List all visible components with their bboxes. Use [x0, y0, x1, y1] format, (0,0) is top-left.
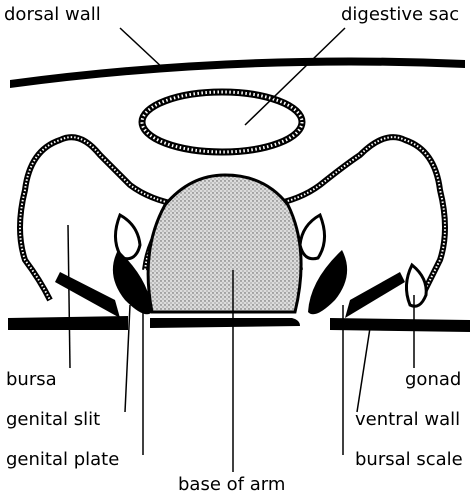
label-digestive-sac: digestive sac [341, 4, 459, 25]
label-ventral-wall: ventral wall [355, 409, 460, 430]
ventral-wall-center [150, 318, 300, 328]
dorsal-wall-shape [10, 58, 465, 89]
label-dorsal-wall: dorsal wall [4, 4, 101, 25]
label-genital-slit: genital slit [6, 409, 100, 430]
bursal-scale-right [345, 272, 405, 318]
bursal-scale-left [55, 272, 120, 318]
leader-ventral-wall [357, 328, 370, 412]
label-genital-plate: genital plate [6, 449, 119, 470]
label-bursal-scale: bursal scale [355, 449, 463, 470]
label-gonad: gonad [405, 369, 461, 390]
leader-dorsal-wall [120, 28, 165, 70]
gonad-right-shape [300, 215, 325, 259]
ventral-wall-right [330, 318, 470, 332]
ventral-wall-left [8, 316, 128, 330]
label-bursa: bursa [6, 369, 57, 390]
label-base-of-arm: base of arm [178, 474, 285, 495]
gonad-outer-right-shape [406, 265, 426, 306]
base-of-arm-shape [148, 175, 301, 312]
leader-bursa [68, 225, 70, 368]
